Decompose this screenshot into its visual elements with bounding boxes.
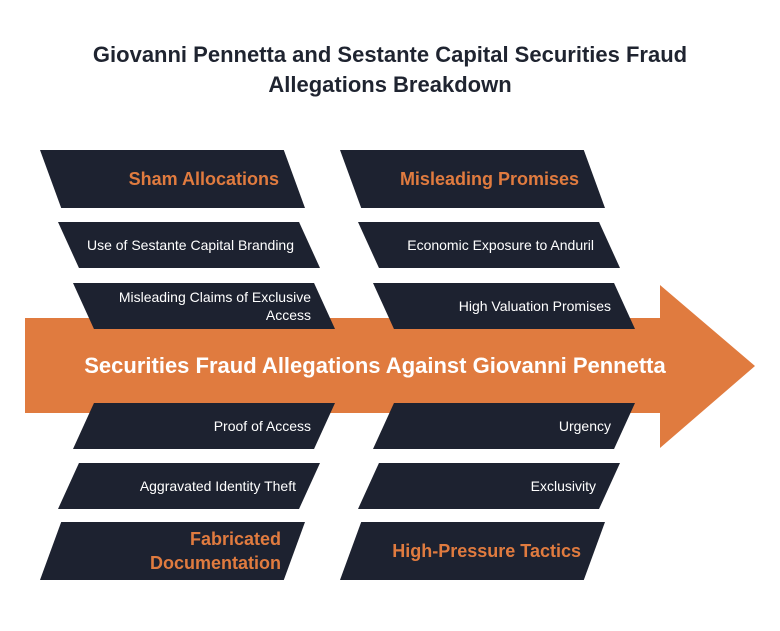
- cause-sestante-branding: Use of Sestante Capital Branding: [58, 222, 320, 268]
- cause-anduril-exposure: Economic Exposure to Anduril: [358, 222, 620, 268]
- spine-label: Securities Fraud Allegations Against Gio…: [84, 352, 666, 378]
- category-fabricated-documentation: Fabricated Documentation: [40, 522, 305, 580]
- category-misleading-promises: Misleading Promises: [340, 150, 605, 208]
- category-sham-allocations: Sham Allocations: [40, 150, 305, 208]
- category-high-pressure-tactics: High-Pressure Tactics: [340, 522, 605, 580]
- cause-aggravated-identity-theft: Aggravated Identity Theft: [58, 463, 320, 509]
- cause-high-valuation-promises: High Valuation Promises: [373, 283, 635, 329]
- cause-exclusivity: Exclusivity: [358, 463, 620, 509]
- diagram-title: Giovanni Pennetta and Sestante Capital S…: [92, 42, 688, 97]
- cause-exclusive-access-claims: Misleading Claims of Exclusive Access: [73, 283, 335, 329]
- cause-urgency: Urgency: [373, 403, 635, 449]
- cause-proof-of-access: Proof of Access: [73, 403, 335, 449]
